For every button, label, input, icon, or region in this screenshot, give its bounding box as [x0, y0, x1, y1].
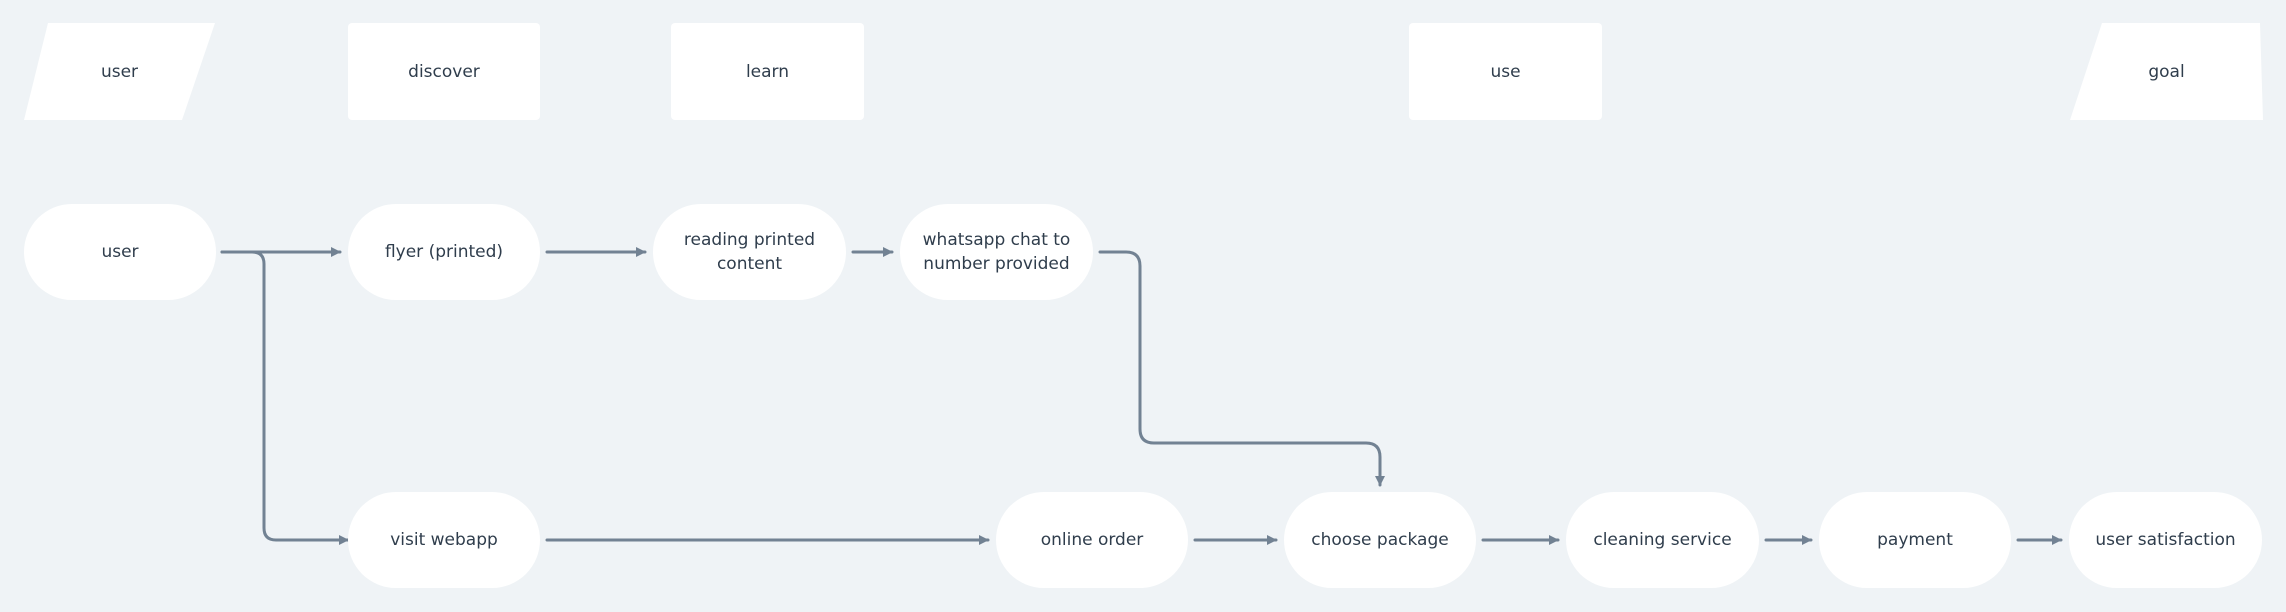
node-whatsapp-line1: whatsapp chat to — [922, 230, 1071, 250]
node-whatsapp-line2: number provided — [923, 254, 1070, 274]
edge-user-to-visit-webapp — [220, 250, 350, 545]
node-reading-printed-content: reading printed content — [653, 204, 846, 300]
node-reading-line1: reading printed — [683, 230, 816, 250]
header-user-shape — [24, 23, 215, 120]
node-payment: payment — [1819, 492, 2011, 588]
node-visit-webapp: visit webapp — [348, 492, 540, 588]
node-flyer-printed: flyer (printed) — [348, 204, 540, 300]
node-user: user — [24, 204, 216, 300]
node-whatsapp-chat: whatsapp chat to number provided — [900, 204, 1093, 300]
node-reading-line2: content — [716, 254, 783, 274]
node-online-order: online order — [996, 492, 1188, 588]
header-use: use — [1409, 23, 1602, 120]
edge-whatsapp-to-choose-package — [1098, 250, 1385, 487]
header-learn: learn — [671, 23, 864, 120]
header-goal-label: goal — [2148, 61, 2185, 82]
header-discover: discover — [348, 23, 540, 120]
node-cleaning-service: cleaning service — [1566, 492, 1759, 588]
node-user-satisfaction: user satisfaction — [2069, 492, 2262, 588]
node-choose-package: choose package — [1284, 492, 1476, 588]
header-goal-shape — [2070, 23, 2263, 120]
header-user-label: user — [100, 61, 139, 82]
